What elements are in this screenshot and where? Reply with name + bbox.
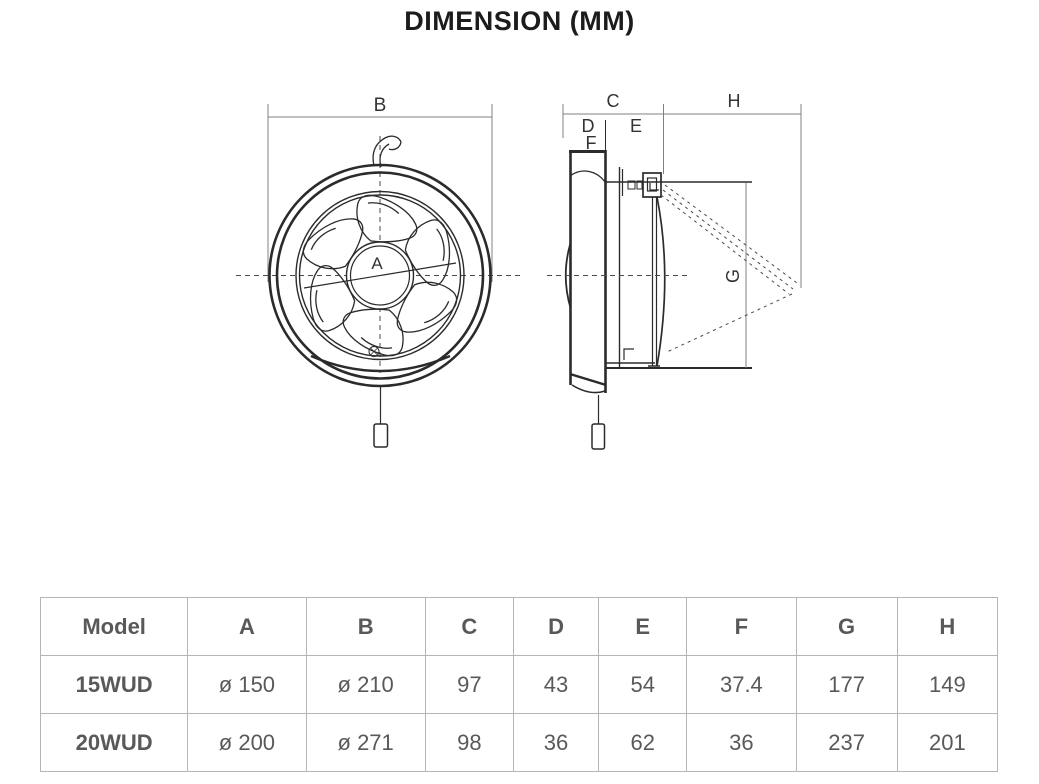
model-cell: 15WUD (39, 655, 189, 714)
value-cell: 36 (512, 713, 600, 772)
side-shutter (642, 172, 666, 367)
header-c: C (424, 597, 514, 656)
header-a: A (187, 597, 307, 656)
header-model: Model (39, 597, 189, 656)
value-cell: 37.4 (686, 655, 797, 714)
header-d: D (512, 597, 600, 656)
value-cell: 36 (686, 713, 797, 772)
dim-label-e: E (630, 116, 642, 136)
dim-label-b: B (374, 95, 387, 116)
side-duct (605, 167, 752, 369)
side-pull-cord-weight (591, 423, 606, 450)
fan-grille-ring (295, 190, 465, 361)
value-cell: ø 210 (305, 655, 426, 714)
pull-cord-weight (373, 423, 389, 448)
header-g: G (795, 597, 898, 656)
page-title: DIMENSION (MM) (404, 6, 635, 36)
value-cell: 201 (896, 713, 999, 772)
dim-label-d: D (582, 116, 595, 136)
cover-bottom-lip (310, 354, 451, 373)
dimension-table: Model A B C D E F G H 15WUD ø 150 ø 210 … (39, 597, 999, 772)
dim-label-h: H (728, 91, 741, 111)
header-e: E (598, 597, 688, 656)
table-header-row: Model A B C D E F G H (39, 597, 999, 656)
dim-label-a: A (371, 254, 383, 273)
value-cell: 98 (424, 713, 514, 772)
power-cord (372, 135, 402, 168)
value-cell: 43 (512, 655, 600, 714)
value-cell: 54 (598, 655, 688, 714)
value-cell: ø 200 (187, 713, 307, 772)
side-bezel (564, 120, 607, 394)
dim-label-g: G (723, 269, 743, 283)
table-row-15wud: 15WUD ø 150 ø 210 97 43 54 37.4 177 149 (39, 655, 999, 714)
dimension-ch-lines (562, 104, 802, 288)
table-row-20wud: 20WUD ø 200 ø 271 98 36 62 36 237 201 (39, 713, 999, 772)
dimension-drawing: B (236, 91, 802, 450)
front-view: B (236, 95, 524, 448)
side-view: C H D E F (547, 91, 802, 450)
fan-blades (302, 194, 458, 357)
dim-label-c: C (607, 91, 620, 111)
value-cell: 177 (795, 655, 898, 714)
dim-label-f: F (586, 133, 597, 153)
value-cell: 62 (598, 713, 688, 772)
shutter-swing-lines (660, 184, 798, 353)
header-f: F (686, 597, 797, 656)
screw-icon (368, 346, 380, 357)
value-cell: ø 150 (187, 655, 307, 714)
value-cell: 149 (896, 655, 999, 714)
dimension-b-lines (267, 104, 493, 282)
diameter-a-line (303, 262, 457, 289)
header-b: B (305, 597, 426, 656)
header-h: H (896, 597, 999, 656)
value-cell: 97 (424, 655, 514, 714)
value-cell: 237 (795, 713, 898, 772)
model-cell: 20WUD (39, 713, 189, 772)
value-cell: ø 271 (305, 713, 426, 772)
